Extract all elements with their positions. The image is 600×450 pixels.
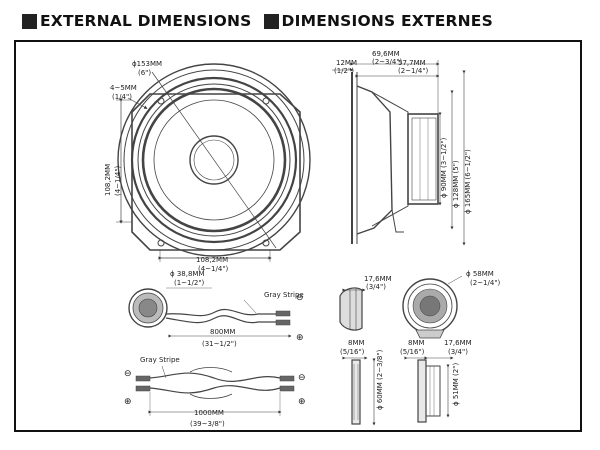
woofer-depth-mm: 69,6MM xyxy=(372,50,400,58)
tweeter-side-view xyxy=(339,287,366,331)
mount-a-depth-in: (5/16") xyxy=(340,348,365,356)
header-square-icon xyxy=(22,13,37,29)
minus-terminal-icon: ⊖ xyxy=(124,369,132,379)
tweeter-mount-a xyxy=(342,356,376,426)
woofer-side-view xyxy=(332,60,466,246)
tweeter-depth-mm: 17,6MM xyxy=(364,275,392,283)
mount-b-depth-in: (5/16") xyxy=(400,348,425,356)
mount-depth-mm: 57,7MM xyxy=(398,59,426,67)
tweeter-front-view xyxy=(402,275,463,339)
woofer-depth-in: (2~3/4") xyxy=(372,58,403,66)
woofer-width-in: (4~1/4") xyxy=(198,265,229,273)
plus-terminal-icon: ⊕ xyxy=(298,397,306,407)
tweeter-diameter-in: (1~1/2") xyxy=(174,279,205,287)
tweeter-front-diameter-mm: ϕ 58MM xyxy=(466,270,494,278)
cable-800-in: (31~1/2") xyxy=(202,340,237,348)
magnet-diameter: ϕ 90MM (3~1/2") xyxy=(440,137,448,198)
woofer-height-in: (4~1/4") xyxy=(114,165,122,196)
crossover-cable-assembly xyxy=(135,365,295,416)
minus-terminal-icon: ⊖ xyxy=(298,373,306,383)
woofer-width-mm: 108,2MM xyxy=(196,256,228,264)
mount-a-diameter: ϕ 60MM (2~3/8") xyxy=(376,349,384,410)
mount-b-depth2-in: (3/4") xyxy=(448,348,468,356)
mount-depth-in: (2~1/4") xyxy=(398,67,429,75)
mount-b-diameter: ϕ 51MM (2") xyxy=(452,363,460,406)
mount-b-depth2-mm: 17,6MM xyxy=(444,339,472,347)
flange-thickness-in: (1/2") xyxy=(334,67,354,75)
title-french: DIMENSIONS EXTERNES xyxy=(281,12,493,30)
tweeter-cable-assembly xyxy=(128,287,292,338)
tweeter-mount-b xyxy=(404,356,454,423)
hole-size-mm: 4~5MM xyxy=(110,84,137,92)
minus-terminal-icon: ⊖ xyxy=(296,293,304,303)
header-square-icon xyxy=(263,13,279,29)
cable-800-mm: 800MM xyxy=(210,328,235,336)
mount-b-depth-mm: 8MM xyxy=(408,339,425,347)
flange-thickness-mm: 12MM xyxy=(336,59,357,67)
gray-stripe-label-2: Gray Stripe xyxy=(140,356,180,364)
mount-a-depth-mm: 8MM xyxy=(348,339,365,347)
header: EXTERNAL DIMENSIONS DIMENSIONS EXTERNES xyxy=(22,10,505,32)
hole-size-in: (1/4") xyxy=(112,93,132,101)
woofer-front-view xyxy=(116,63,311,262)
title-english: EXTERNAL DIMENSIONS xyxy=(40,12,252,30)
plus-terminal-icon: ⊕ xyxy=(124,397,132,407)
cable-1000-in: (39~3/8") xyxy=(190,420,225,428)
diagram-frame xyxy=(14,40,582,432)
tweeter-front-diameter-in: (2~1/4") xyxy=(470,279,501,287)
tweeter-depth-in: (3/4") xyxy=(366,283,386,291)
gray-stripe-label-1: Gray Stripe xyxy=(264,291,304,299)
cable-1000-mm: 1000MM xyxy=(194,409,224,417)
basket-diameter: ϕ 128MM (5") xyxy=(452,160,460,208)
tweeter-diameter-mm: ϕ 38,8MM xyxy=(170,270,205,278)
plus-terminal-icon: ⊕ xyxy=(296,333,304,343)
outer-diameter: ϕ 165MM (6~1/2") xyxy=(464,149,472,214)
woofer-diameter-mm: ϕ153MM xyxy=(132,60,162,68)
woofer-height-mm: 108,2MM xyxy=(104,164,112,196)
woofer-diameter-in: (6") xyxy=(138,69,151,77)
